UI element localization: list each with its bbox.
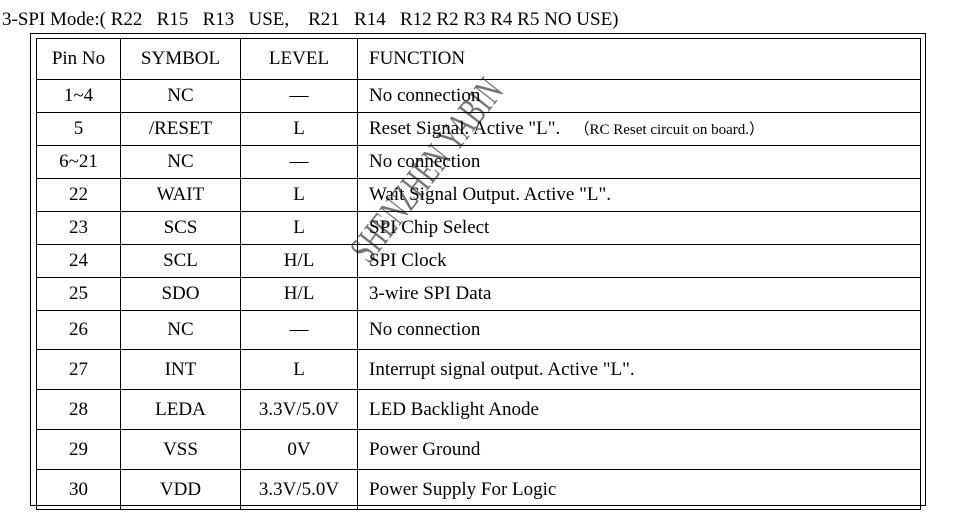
pin-cell: 23	[36, 211, 121, 245]
table-row: 5 /RESET L Reset Signal. Active "L". （RC…	[36, 112, 921, 146]
function-cell: Interrupt signal output. Active "L".	[357, 349, 921, 390]
function-cell: Reset Signal. Active "L". （RC Reset circ…	[357, 112, 921, 146]
table-row: 27 INT L Interrupt signal output. Active…	[36, 349, 921, 390]
symbol-cell: NC	[120, 79, 241, 113]
table-row: 6~21 NC — No connection	[36, 145, 921, 179]
level-cell: H/L	[240, 244, 358, 278]
pin-cell: 22	[36, 178, 121, 212]
level-cell: —	[240, 79, 358, 113]
table-row: 30 VDD 3.3V/5.0V Power Supply For Logic	[36, 469, 921, 510]
symbol-cell: SCS	[120, 211, 241, 245]
table-row: 1~4 NC — No connection	[36, 79, 921, 113]
table-header-row: Pin No SYMBOL LEVEL FUNCTION	[36, 38, 921, 80]
pin-cell: 27	[36, 349, 121, 390]
function-cell: No connection	[357, 145, 921, 179]
table-row: 22 WAIT L Wait Signal Output. Active "L"…	[36, 178, 921, 212]
function-text: Reset Signal. Active "L".	[369, 118, 561, 139]
function-cell: Power Ground	[357, 429, 921, 470]
symbol-cell: INT	[120, 349, 241, 390]
table-row: 23 SCS L SPI Chip Select	[36, 211, 921, 245]
symbol-cell: SDO	[120, 277, 241, 311]
pin-cell: 1~4	[36, 79, 121, 113]
header-pin-no: Pin No	[36, 38, 121, 80]
table-row: 29 VSS 0V Power Ground	[36, 429, 921, 470]
level-cell: 3.3V/5.0V	[240, 389, 358, 430]
mode-heading: 3-SPI Mode:( R22 R15 R13 USE, R21 R14 R1…	[2, 9, 619, 30]
pin-table: Pin No SYMBOL LEVEL FUNCTION 1~4 NC — No…	[36, 38, 921, 510]
level-cell: H/L	[240, 277, 358, 311]
table-row: 28 LEDA 3.3V/5.0V LED Backlight Anode	[36, 389, 921, 430]
level-cell: 3.3V/5.0V	[240, 469, 358, 510]
level-cell: L	[240, 178, 358, 212]
pin-cell: 24	[36, 244, 121, 278]
function-note: （RC Reset circuit on board.）	[574, 122, 765, 138]
header-symbol: SYMBOL	[120, 38, 241, 80]
symbol-cell: VSS	[120, 429, 241, 470]
table-row: 25 SDO H/L 3-wire SPI Data	[36, 277, 921, 311]
symbol-cell: /RESET	[120, 112, 241, 146]
symbol-cell: VDD	[120, 469, 241, 510]
level-cell: —	[240, 310, 358, 350]
function-cell: SPI Chip Select	[357, 211, 921, 245]
symbol-cell: WAIT	[120, 178, 241, 212]
header-level: LEVEL	[240, 38, 358, 80]
function-cell: No connection	[357, 79, 921, 113]
function-cell: 3-wire SPI Data	[357, 277, 921, 311]
function-cell: SPI Clock	[357, 244, 921, 278]
symbol-cell: SCL	[120, 244, 241, 278]
function-cell: Wait Signal Output. Active "L".	[357, 178, 921, 212]
symbol-cell: LEDA	[120, 389, 241, 430]
function-cell: LED Backlight Anode	[357, 389, 921, 430]
table-row: 26 NC — No connection	[36, 310, 921, 350]
pin-cell: 26	[36, 310, 121, 350]
pin-cell: 25	[36, 277, 121, 311]
pin-cell: 30	[36, 469, 121, 510]
header-function: FUNCTION	[357, 38, 921, 80]
symbol-cell: NC	[120, 145, 241, 179]
level-cell: L	[240, 349, 358, 390]
function-cell: No connection	[357, 310, 921, 350]
symbol-cell: NC	[120, 310, 241, 350]
pin-cell: 29	[36, 429, 121, 470]
pin-cell: 28	[36, 389, 121, 430]
level-cell: —	[240, 145, 358, 179]
level-cell: L	[240, 112, 358, 146]
level-cell: L	[240, 211, 358, 245]
pin-cell: 5	[36, 112, 121, 146]
level-cell: 0V	[240, 429, 358, 470]
table-row: 24 SCL H/L SPI Clock	[36, 244, 921, 278]
pin-cell: 6~21	[36, 145, 121, 179]
function-cell: Power Supply For Logic	[357, 469, 921, 510]
